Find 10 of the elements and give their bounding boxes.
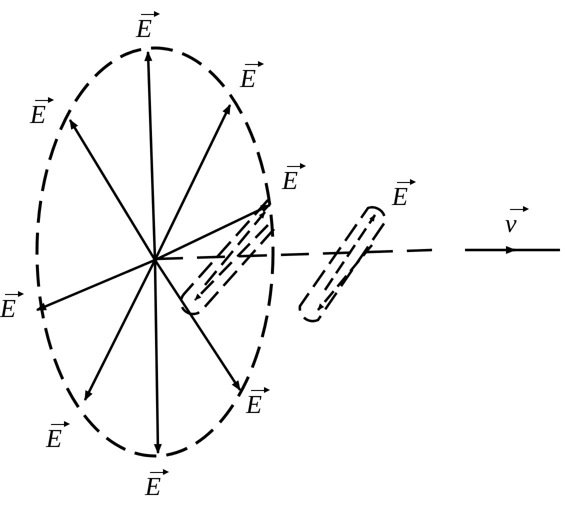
vector-label: E⃗ <box>145 468 182 502</box>
vector-label: E⃗ <box>136 10 172 44</box>
vector-label: E⃗ <box>240 60 276 94</box>
vector-label: E⃗ <box>30 96 66 130</box>
vector-label: E⃗ <box>282 162 318 196</box>
vector-label: E⃗ <box>246 386 282 420</box>
vector-label: v⃗ <box>505 205 537 239</box>
vector-label: E⃗ <box>46 420 82 454</box>
vector-label: E⃗ <box>392 178 428 212</box>
vector-label: E⃗ <box>0 290 36 324</box>
